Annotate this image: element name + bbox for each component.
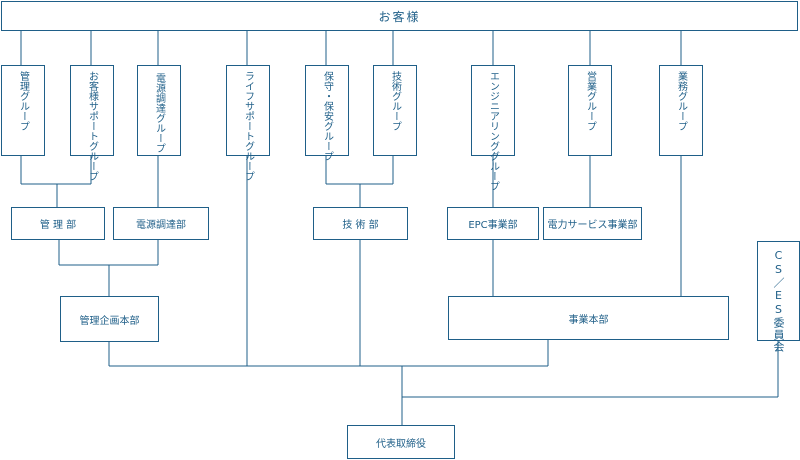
hq-business: 事業本部 <box>448 296 729 340</box>
group-maintenance-label: 保守・保安グループ <box>321 71 333 161</box>
group-business: 業務グループ <box>659 65 703 156</box>
group-engineering: エンジニアリンググループ <box>471 65 515 191</box>
group-admin: 管理グループ <box>1 65 45 156</box>
customers-label: お客様 <box>378 9 421 24</box>
group-customer-support: お客様サポートグループ <box>70 65 114 181</box>
dept-admin-label: 管 理 部 <box>39 220 77 231</box>
group-sales-label: 営業グループ <box>584 71 596 131</box>
ceo-label: 代表取締役 <box>376 438 426 450</box>
ceo-box: 代表取締役 <box>347 425 455 459</box>
hq-business-label: 事業本部 <box>568 314 609 326</box>
group-power-procurement-label: 電源調達グループ <box>153 73 165 153</box>
group-technical: 技術グループ <box>373 65 417 156</box>
committee-box: CS／ES委員会 <box>757 241 800 353</box>
dept-epc: EPC事業部 <box>447 207 539 240</box>
group-power-procurement: 電源調達グループ <box>137 65 181 156</box>
dept-power-services: 電力サービス事業部 <box>543 207 642 240</box>
hq-planning-label: 管理企画本部 <box>79 315 140 327</box>
group-business-label: 業務グループ <box>675 71 687 131</box>
dept-technical-label: 技 術 部 <box>342 220 379 231</box>
group-engineering-label: エンジニアリンググループ <box>487 71 499 191</box>
group-customer-support-label: お客様サポートグループ <box>86 71 98 181</box>
group-admin-label: 管理グループ <box>17 71 29 131</box>
dept-power-services-label: 電力サービス事業部 <box>547 220 638 231</box>
dept-epc-label: EPC事業部 <box>468 220 518 231</box>
dept-technical: 技 術 部 <box>313 207 408 240</box>
dept-power-procurement-label: 電源調達部 <box>136 220 186 231</box>
group-life-support-label: ライフサポートグループ <box>242 71 254 181</box>
committee-label: CS／ES委員会 <box>772 249 785 353</box>
group-maintenance: 保守・保安グループ <box>305 65 349 161</box>
group-technical-label: 技術グループ <box>389 71 401 131</box>
customers-box: お客様 <box>1 1 798 31</box>
dept-admin: 管 理 部 <box>11 207 105 240</box>
dept-power-procurement: 電源調達部 <box>113 207 209 240</box>
hq-planning: 管理企画本部 <box>60 296 159 342</box>
group-sales: 営業グループ <box>568 65 612 156</box>
group-life-support: ライフサポートグループ <box>226 65 270 181</box>
